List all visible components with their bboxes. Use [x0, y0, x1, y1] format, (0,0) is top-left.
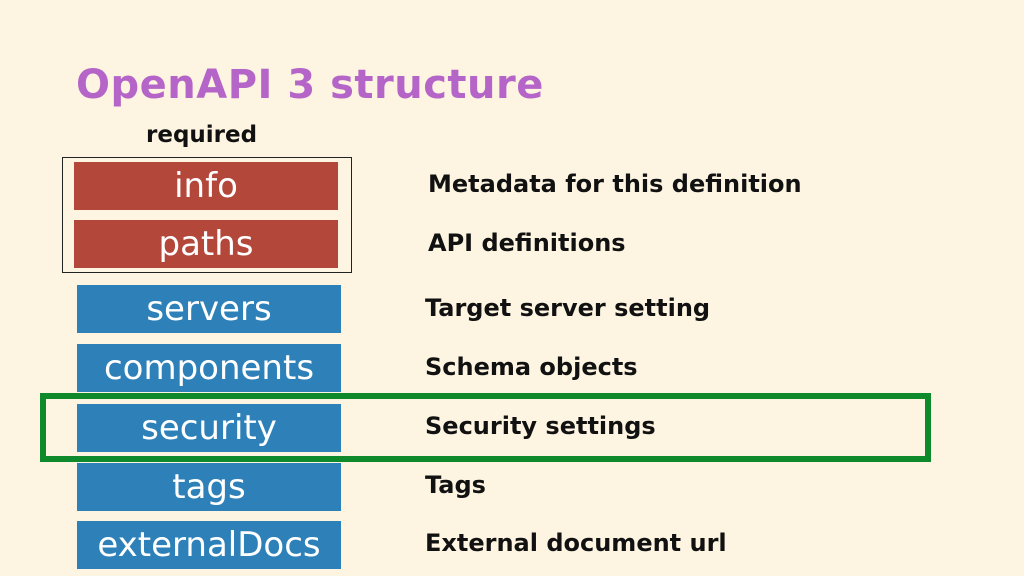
key-components: components — [77, 344, 341, 392]
desc-info: Metadata for this definition — [428, 170, 802, 198]
desc-tags: Tags — [425, 471, 486, 499]
key-security: security — [77, 404, 341, 452]
desc-security: Security settings — [425, 412, 656, 440]
key-info: info — [74, 162, 338, 210]
required-label: required — [146, 122, 258, 148]
desc-servers: Target server setting — [425, 294, 711, 322]
security-highlight-frame — [40, 393, 931, 462]
slide-title: OpenAPI 3 structure — [76, 62, 544, 108]
desc-externaldocs: External document url — [425, 529, 727, 557]
key-tags: tags — [77, 463, 341, 511]
desc-paths: API definitions — [428, 229, 626, 257]
key-externaldocs: externalDocs — [77, 521, 341, 569]
key-paths: paths — [74, 220, 338, 268]
required-group-frame — [62, 157, 352, 273]
key-servers: servers — [77, 285, 341, 333]
desc-components: Schema objects — [425, 353, 638, 381]
